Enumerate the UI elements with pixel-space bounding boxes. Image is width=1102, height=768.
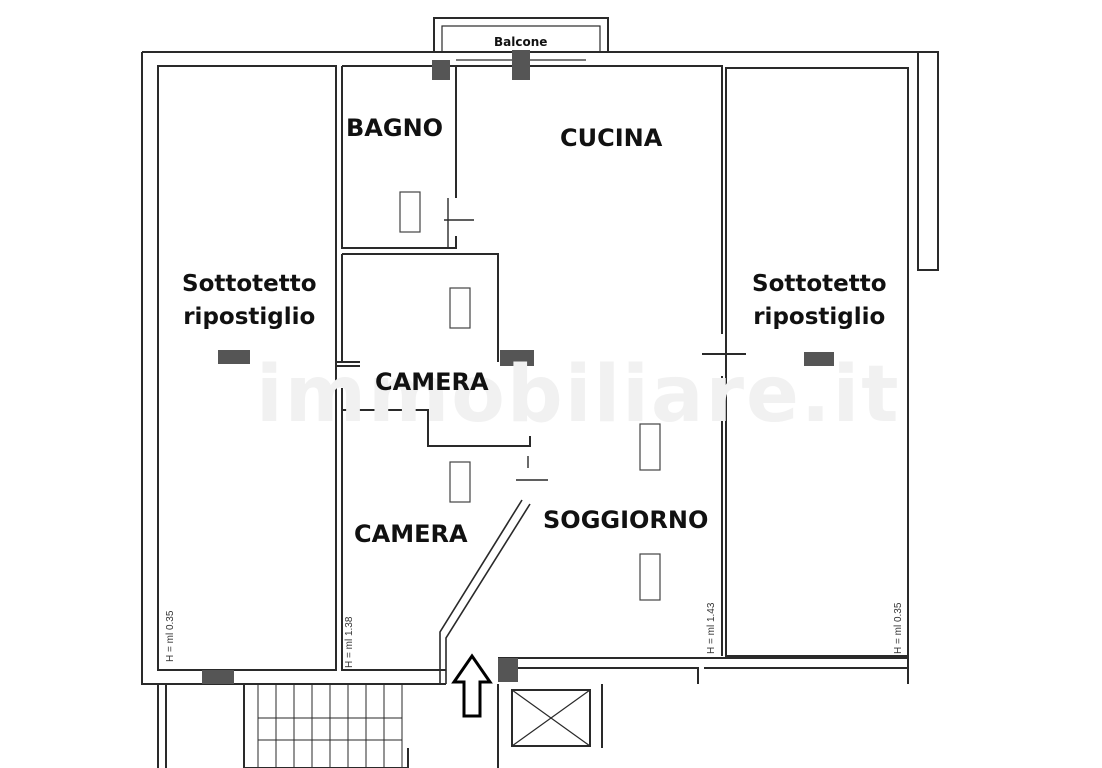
sottotetto-right-line1: Sottotetto xyxy=(752,271,887,297)
height-soggiorno: H = ml 1.43 xyxy=(706,602,717,654)
balcone-label: Balcone xyxy=(494,35,548,49)
watermark: immobiliare.it xyxy=(256,350,901,440)
sottotetto-left-line2: ripostiglio xyxy=(183,304,316,330)
sottotetto-right-line2: ripostiglio xyxy=(753,304,886,330)
sottotetto-left-line1: Sottotetto xyxy=(182,271,317,297)
height-left-attic: H = ml 0.35 xyxy=(165,610,176,662)
height-right-attic: H = ml 0.35 xyxy=(893,602,904,654)
sottotetto-left-label: Sottotetto ripostiglio xyxy=(182,268,317,334)
cucina-label: CUCINA xyxy=(560,124,663,152)
camera-upper-label: CAMERA xyxy=(375,368,489,396)
camera-lower-label: CAMERA xyxy=(354,520,468,548)
soggiorno-label: SOGGIORNO xyxy=(543,506,709,534)
fixtures xyxy=(399,191,661,601)
entrance-arrow-icon xyxy=(451,653,493,718)
height-camera: H = ml 1.38 xyxy=(344,616,355,668)
bagno-label: BAGNO xyxy=(346,114,444,142)
sottotetto-right-label: Sottotetto ripostiglio xyxy=(752,268,887,334)
hatched-pillars xyxy=(202,50,834,684)
